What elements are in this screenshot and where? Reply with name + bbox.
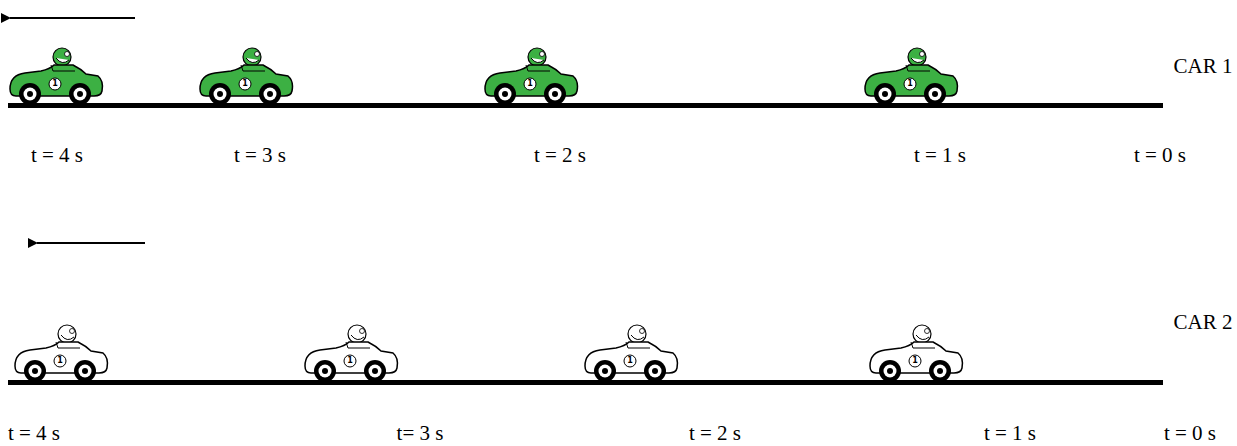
green-car (200, 48, 293, 105)
car-number: 1 (347, 357, 353, 365)
road (8, 380, 1163, 385)
car-label: CAR 2 (1174, 312, 1233, 333)
time-label: t = 2 s (534, 145, 586, 166)
time-label: t = 4 s (8, 423, 60, 444)
car-label: CAR 1 (1174, 56, 1233, 77)
car-number: 1 (57, 357, 63, 365)
road (8, 103, 1163, 108)
car-number: 1 (242, 80, 248, 88)
direction-arrow (37, 242, 145, 244)
white-car (15, 325, 108, 382)
car-number: 1 (627, 357, 633, 365)
car-number: 1 (527, 80, 533, 88)
green-car (10, 48, 103, 105)
green-car (485, 48, 578, 105)
direction-arrow (10, 17, 135, 19)
time-label: t = 3 s (234, 145, 286, 166)
car-number: 1 (912, 357, 918, 365)
white-car (585, 325, 678, 382)
car-number: 1 (52, 80, 58, 88)
green-car (865, 48, 958, 105)
white-car (305, 325, 398, 382)
time-label: t = 1 s (914, 145, 966, 166)
time-label: t= 3 s (397, 423, 444, 444)
time-label: t = 1 s (984, 423, 1036, 444)
time-label: t = 4 s (31, 145, 83, 166)
car-number: 1 (907, 80, 913, 88)
white-car (870, 325, 963, 382)
time-label: t = 0 s (1164, 423, 1216, 444)
time-label: t = 2 s (689, 423, 741, 444)
time-label: t = 0 s (1134, 145, 1186, 166)
